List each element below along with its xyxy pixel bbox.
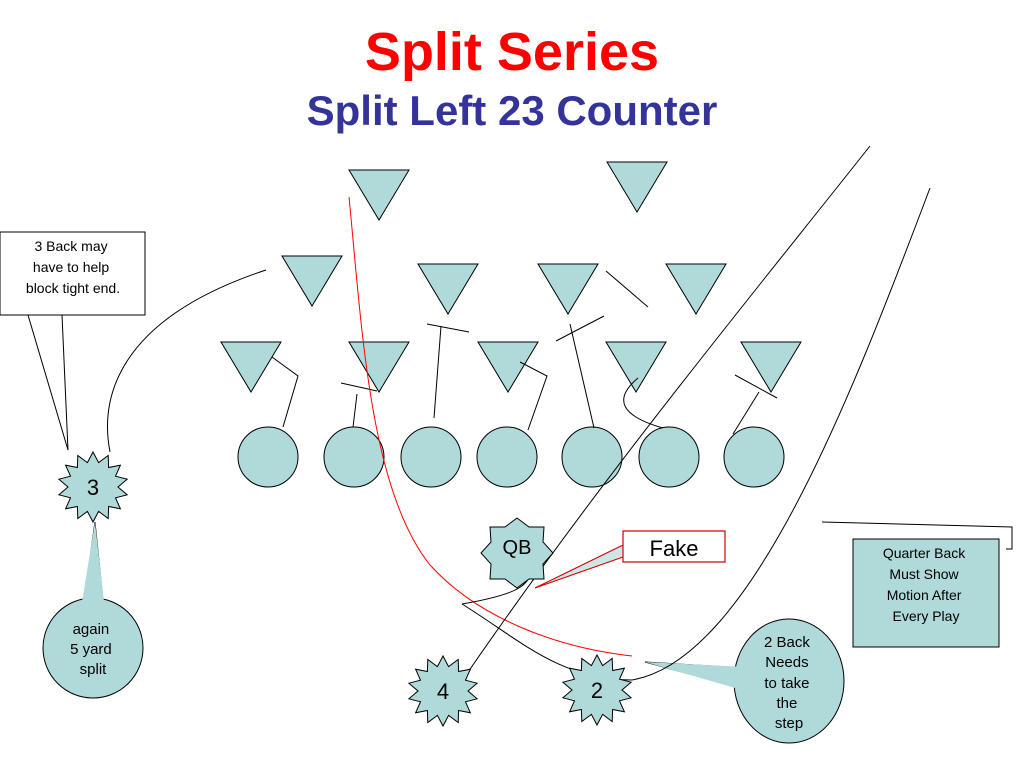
- back2-route: [461, 187, 931, 681]
- defense: [220, 161, 802, 393]
- callout-back3-line-1: 3 Back may: [34, 238, 107, 254]
- defender-lb-2: [417, 263, 479, 315]
- back-4-label: 4: [437, 679, 449, 704]
- defender-dl-1: [220, 341, 282, 393]
- blocking-lines: [271, 270, 778, 435]
- callout-back2-line-2: Needs: [765, 654, 808, 671]
- defender-dl-5: [740, 341, 802, 393]
- qb-label: QB: [503, 537, 532, 559]
- counter-route: [348, 196, 633, 657]
- defender-lb-1: [281, 255, 343, 307]
- offensive-line: [237, 426, 785, 488]
- defender-dl-3: [477, 341, 539, 393]
- callout-back2-line-1: 2 Back: [764, 634, 810, 651]
- slide-subtitle: Split Left 23 Counter: [306, 87, 718, 134]
- lineman-4: [476, 426, 538, 488]
- defender-dl-2: [348, 341, 410, 393]
- callout-back3-line-2: have to help: [33, 259, 109, 275]
- callout-split-line-2: 5 yard: [70, 641, 112, 658]
- fake-callout: Fake: [534, 530, 726, 589]
- lineman-3: [400, 426, 462, 488]
- callout-qb-line-3: Motion After: [887, 587, 962, 603]
- callout-back2-line-5: step: [775, 715, 803, 732]
- back3-route: [107, 269, 267, 453]
- svg-text:Quarter Back Must Show: Quarter Back Must Show Motion After Ever…: [883, 545, 969, 624]
- svg-text:2 Back Needs to ta: 2 Back Needs to take the step: [764, 634, 814, 732]
- callout-split-line-3: split: [80, 661, 108, 678]
- quarterback: QB: [480, 517, 554, 589]
- lineman-6: [638, 426, 700, 488]
- callout-back2-line-3: to take: [764, 675, 809, 692]
- back-2: 2: [561, 653, 633, 727]
- lineman-7: [723, 426, 785, 488]
- callout-qb-line-1: Quarter Back: [883, 545, 966, 561]
- callout-back2-line-4: the: [776, 695, 797, 712]
- slide-title: Split Series: [364, 22, 660, 82]
- callout-qb-line-2: Must Show: [889, 566, 959, 582]
- back-4: 4: [407, 654, 479, 728]
- lineman-1: [237, 426, 299, 488]
- svg-text:3 Back may have to help: 3 Back may have to help block tight end.: [26, 238, 120, 296]
- callout-back3-line-3: block tight end.: [26, 280, 120, 296]
- callout-back2-step: 2 Back Needs to take the step: [644, 618, 845, 744]
- svg-text:again 5 yard split: again 5 yard split: [70, 621, 116, 678]
- callout-split-line-1: again: [73, 621, 110, 638]
- defender-dl-4: [605, 341, 667, 393]
- lineman-5: [561, 426, 623, 488]
- back-2-label: 2: [591, 678, 603, 703]
- back-3: 3: [57, 450, 129, 524]
- callout-split: again 5 yard split: [42, 521, 144, 699]
- defender-lb-3: [537, 263, 599, 315]
- back4-route: [465, 145, 871, 676]
- defender-lb-4: [665, 263, 727, 315]
- callout-back3-block: 3 Back may have to help block tight end.: [0, 231, 146, 451]
- callout-qb-line-4: Every Play: [893, 608, 960, 624]
- defender-safety-right: [606, 161, 668, 213]
- callout-qb-motion: Quarter Back Must Show Motion After Ever…: [821, 521, 1013, 648]
- back-3-label: 3: [87, 475, 99, 500]
- fake-label: Fake: [650, 536, 699, 561]
- defender-safety-left: [348, 169, 410, 221]
- lineman-2: [323, 426, 385, 488]
